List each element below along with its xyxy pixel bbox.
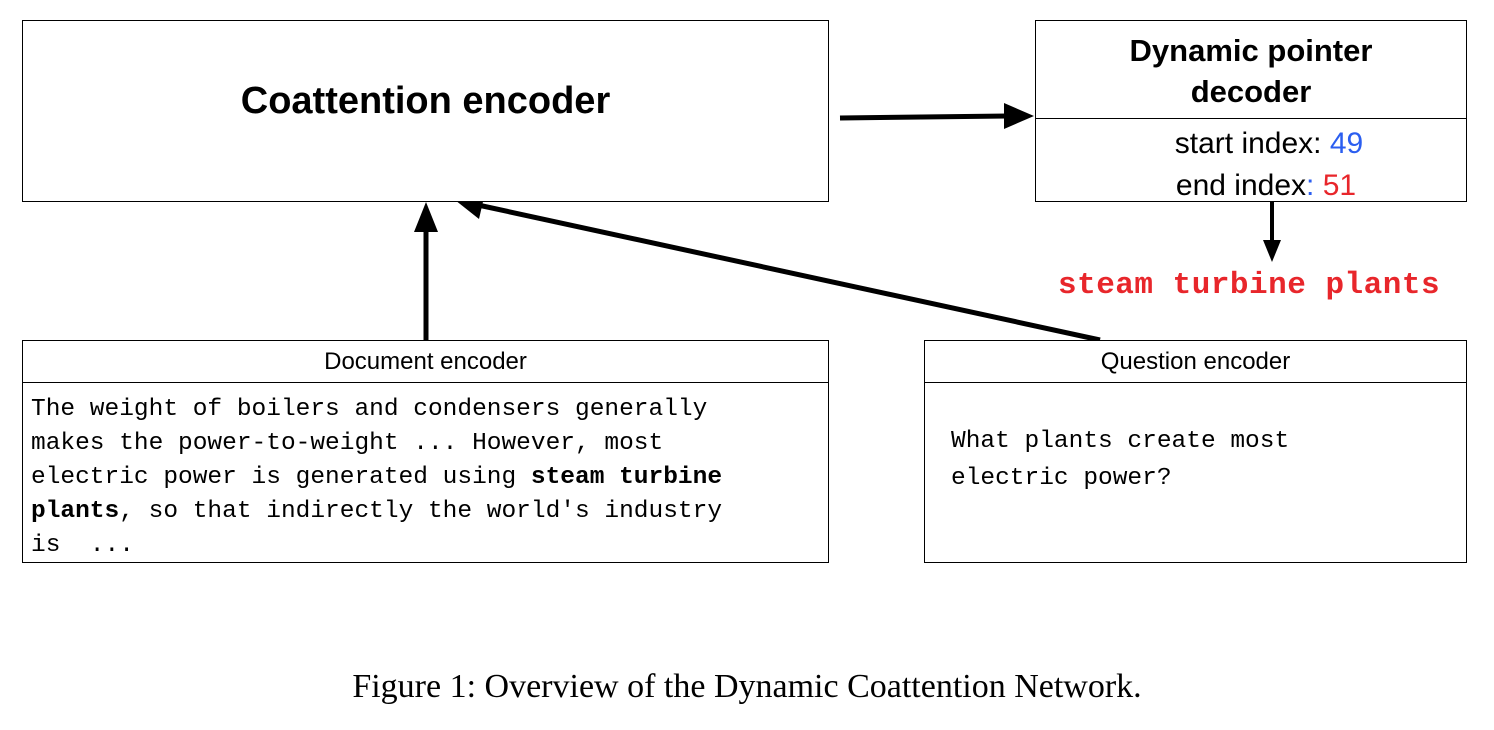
end-index-colon: : — [1306, 169, 1315, 202]
decoder-body: start index: 49 end index: 51 — [1036, 121, 1466, 203]
document-line-4: , so that indirectly the world's industr… — [119, 498, 723, 525]
decoder-to-answer-arrow — [1263, 202, 1281, 262]
question-encoder-box: Question encoder What plants create most… — [924, 340, 1467, 563]
start-index-line: start index: 49 — [1072, 127, 1466, 161]
document-line-2: makes the power-to-weight ... However, m… — [31, 430, 664, 457]
document-answer-bold-2: plants — [31, 498, 120, 525]
decoder-header: Dynamic pointer decoder — [1036, 21, 1466, 119]
document-encoder-title: Document encoder — [23, 341, 828, 383]
coattention-encoder-box: Coattention encoder — [22, 20, 829, 202]
document-line-5: is ... — [31, 532, 134, 559]
question-line-1: What plants create most — [951, 428, 1290, 455]
document-encoder-box: Document encoder The weight of boilers a… — [22, 340, 829, 563]
document-line-1: The weight of boilers and condensers gen… — [31, 396, 708, 423]
end-index-value: 51 — [1322, 169, 1357, 202]
figure-caption: Figure 1: Overview of the Dynamic Coatte… — [352, 668, 1142, 705]
encoder-to-decoder-arrow — [839, 103, 1034, 129]
question-text: What plants create most electric power? — [951, 423, 1289, 497]
question-encoder-title: Question encoder — [925, 341, 1466, 383]
answer-span: steam turbine plants — [1058, 268, 1441, 303]
decoder-title-line2: decoder — [1190, 73, 1312, 109]
start-index-label: start index: — [1174, 127, 1322, 160]
decoder-title-line1: Dynamic pointer — [1129, 32, 1373, 68]
question-line-2: electric power? — [951, 465, 1172, 492]
document-text: The weight of boilers and condensers gen… — [31, 393, 722, 563]
dynamic-pointer-decoder-box: Dynamic pointer decoder start index: 49 … — [1035, 20, 1467, 202]
end-index-label: end index — [1175, 169, 1307, 202]
question-to-coattention-arrow — [455, 193, 1101, 343]
start-index-value: 49 — [1329, 127, 1364, 160]
coattention-encoder-title: Coattention encoder — [240, 79, 611, 122]
document-to-coattention-arrow — [414, 202, 438, 340]
document-answer-bold-1: steam turbine — [530, 464, 723, 491]
end-index-line: end index: 51 — [1066, 169, 1466, 203]
document-line-3: electric power is generated using — [31, 464, 531, 491]
